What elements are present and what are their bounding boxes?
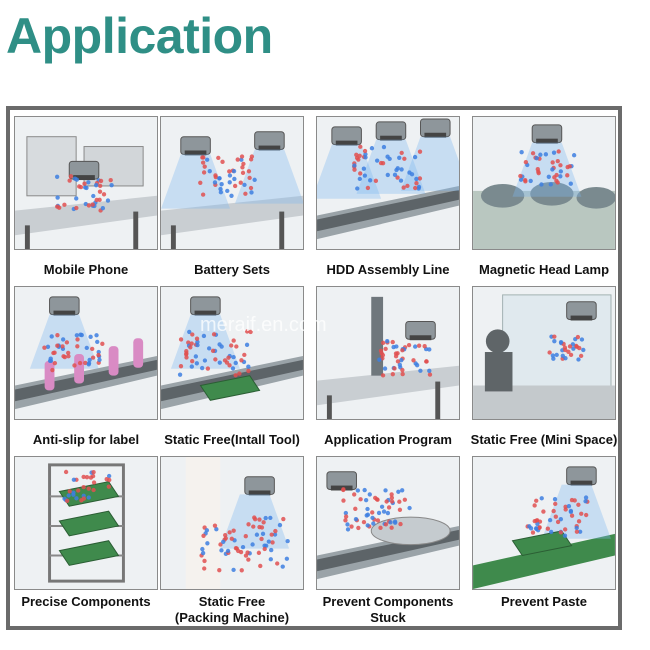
- application-caption: Battery Sets: [194, 262, 270, 277]
- anti-slip-label-scene-image: [14, 286, 158, 420]
- application-caption: Anti-slip for label: [32, 432, 140, 447]
- mobile-phone-production-scene-image: [14, 116, 158, 250]
- application-caption: HDD Assembly Line: [326, 262, 450, 277]
- application-caption: Precise Components: [21, 594, 151, 609]
- precise-components-scene-image: [14, 456, 158, 590]
- battery-sets-scene-illustration: [161, 117, 303, 249]
- page-title: Application: [6, 8, 273, 64]
- static-free-mini-space-scene-illustration: [473, 287, 615, 419]
- application-caption: Application Program: [324, 432, 452, 447]
- prevent-components-stuck-scene-image: [316, 456, 460, 590]
- static-free-install-tool-scene-image: [160, 286, 304, 420]
- battery-sets-scene-image: [160, 116, 304, 250]
- static-free-install-tool-scene-illustration: [161, 287, 303, 419]
- prevent-paste-scene-illustration: [473, 457, 615, 589]
- application-caption: Static Free (Mini Space): [470, 432, 618, 447]
- application-caption: Mobile Phone: [43, 262, 129, 277]
- anti-slip-label-scene-illustration: [15, 287, 157, 419]
- application-caption: Static Free(Intall Tool): [164, 432, 300, 447]
- static-free-packing-machine-scene-image: [160, 456, 304, 590]
- magnetic-head-lamp-scene-illustration: [473, 117, 615, 249]
- application-caption: Static Free (Packing Machine): [174, 594, 290, 625]
- hdd-assembly-line-scene-illustration: [317, 117, 459, 249]
- precise-components-scene-illustration: [15, 457, 157, 589]
- application-program-scene-image: [316, 286, 460, 420]
- application-caption: Magnetic Head Lamp: [478, 262, 610, 277]
- application-caption: Prevent Paste: [501, 594, 587, 609]
- prevent-paste-scene-image: [472, 456, 616, 590]
- mobile-phone-production-scene-illustration: [15, 117, 157, 249]
- application-program-scene-illustration: [317, 287, 459, 419]
- static-free-mini-space-scene-image: [472, 286, 616, 420]
- application-caption: Prevent Components Stuck: [322, 594, 454, 625]
- application-grid-frame: Mobile Phone Battery Sets HDD Assembly Lin…: [6, 106, 622, 630]
- static-free-packing-machine-scene-illustration: [161, 457, 303, 589]
- hdd-assembly-line-scene-image: [316, 116, 460, 250]
- magnetic-head-lamp-scene-image: [472, 116, 616, 250]
- prevent-components-stuck-scene-illustration: [317, 457, 459, 589]
